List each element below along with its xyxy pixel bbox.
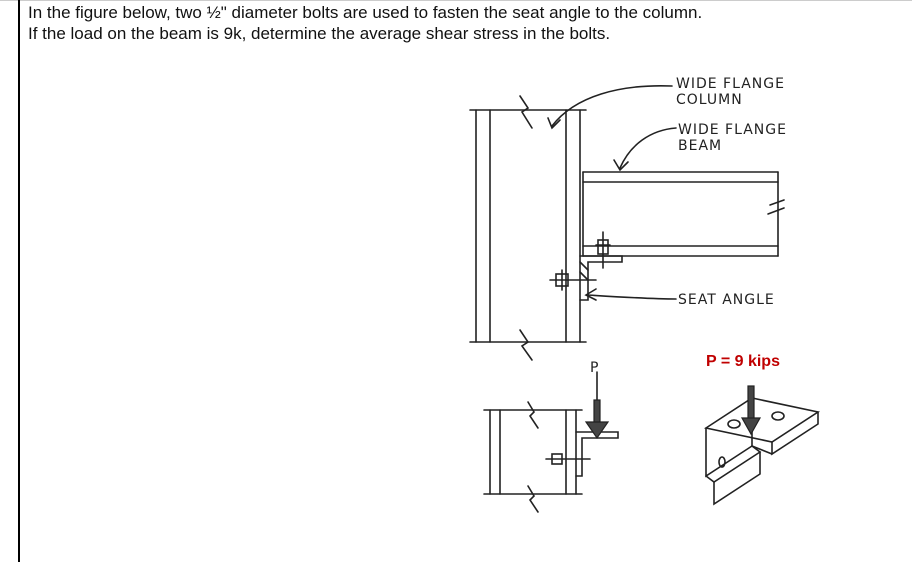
label-leaders [547,84,677,301]
load-arrows [584,385,762,440]
load-label: P = 9 kips [706,353,780,370]
wide-flange-column [469,95,587,361]
column-label-line1: WIDE FLANGE [676,76,785,92]
top-border [0,0,912,1]
small-p-label: P [590,360,599,376]
problem-statement: In the figure below, two ½" diameter bol… [28,2,898,44]
wide-flange-beam [582,171,785,257]
small-load-arrow-head [584,421,610,440]
small-elevation-sketch [483,371,619,513]
problem-line-1: In the figure below, two ½" diameter bol… [28,3,703,22]
beam-label-line1: WIDE FLANGE [678,122,787,138]
problem-line-2: If the load on the beam is 9k, determine… [28,24,611,43]
iso-load-arrow-head [740,417,762,436]
isometric-seat-angle [703,397,821,506]
small-load-arrow-shaft [593,399,601,425]
seat-angle [549,231,623,301]
beam-label-line2: BEAM [678,138,722,154]
left-border [18,0,20,562]
seat-angle-label: SEAT ANGLE [678,292,775,308]
column-label-line2: COLUMN [676,92,743,108]
iso-load-arrow-shaft [747,385,755,423]
